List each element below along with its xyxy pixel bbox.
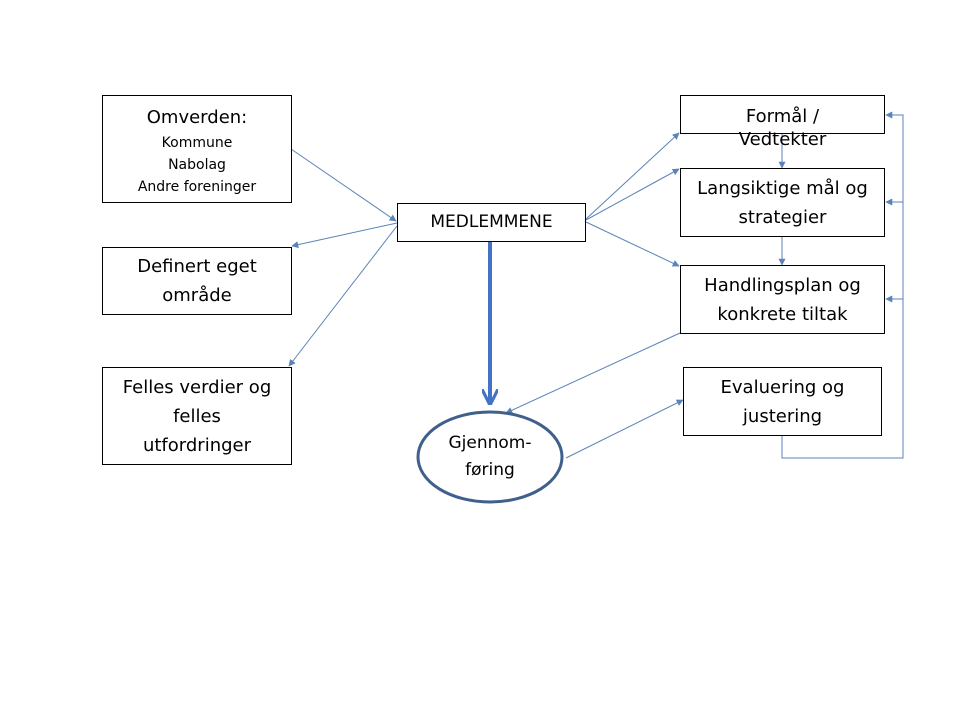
medlemmene-label: MEDLEMMENE [430,212,553,232]
felles-line-1: Felles verdier og [122,376,272,398]
omverden-line-andre-foreninger: Andre foreninger [137,179,257,195]
formal-line-2: Vedtekter [738,129,827,150]
evaluering-box: Evaluering og justering [683,367,882,436]
feedback-loop-line [781,111,904,459]
langsiktige-line-1: Langsiktige mål og [697,177,868,199]
felles-box: Felles verdier og felles utfordringer [102,367,292,465]
arrow-medlemmene-to-felles [288,225,398,367]
handlingsplan-line-2: konkrete tiltak [717,303,848,325]
definert-line-1: Definert eget [137,256,257,277]
handlingsplan-box: Handlingsplan og konkrete tiltak [680,265,885,334]
evaluering-line-2: justering [742,405,823,427]
arrow-medlemmene-to-handlingsplan [585,221,680,267]
arrow-gjennomforing-to-evaluering [565,399,684,459]
evaluering-line-1: Evaluering og [720,376,845,398]
omverden-box: Omverden: Kommune Nabolag Andre forening… [102,95,292,203]
medlemmene-box: MEDLEMMENE [397,203,586,242]
omverden-title: Omverden: [146,107,248,128]
definert-line-2: område [162,285,232,306]
omverden-line-nabolag: Nabolag [168,157,226,173]
langsiktige-line-2: strategier [738,206,827,228]
gjennomforing-label: Gjennom- føring [420,430,560,484]
definert-box: Definert eget område [102,247,292,315]
felles-line-2: felles [173,405,221,427]
arrow-medlemmene-to-definert [291,222,398,249]
handlingsplan-line-1: Handlingsplan og [704,274,861,296]
formal-box: Formål / Vedtekter [680,95,885,150]
arrow-medlemmene-to-formal [585,132,680,220]
arrow-handlingsplan-to-gjennomforing [505,332,681,414]
gjennomforing-line-1: Gjennom- [448,433,532,453]
formal-line-1: Formål / [745,106,820,127]
arrow-medlemmene-to-langsiktige [585,168,680,221]
arrow-omverden-to-medlemmene [290,148,397,222]
langsiktige-box: Langsiktige mål og strategier [680,168,885,237]
omverden-line-kommune: Kommune [161,135,233,151]
gjennomforing-oval [416,410,564,504]
felles-line-3: utfordringer [142,434,252,456]
gjennomforing-line-2: føring [465,460,515,480]
